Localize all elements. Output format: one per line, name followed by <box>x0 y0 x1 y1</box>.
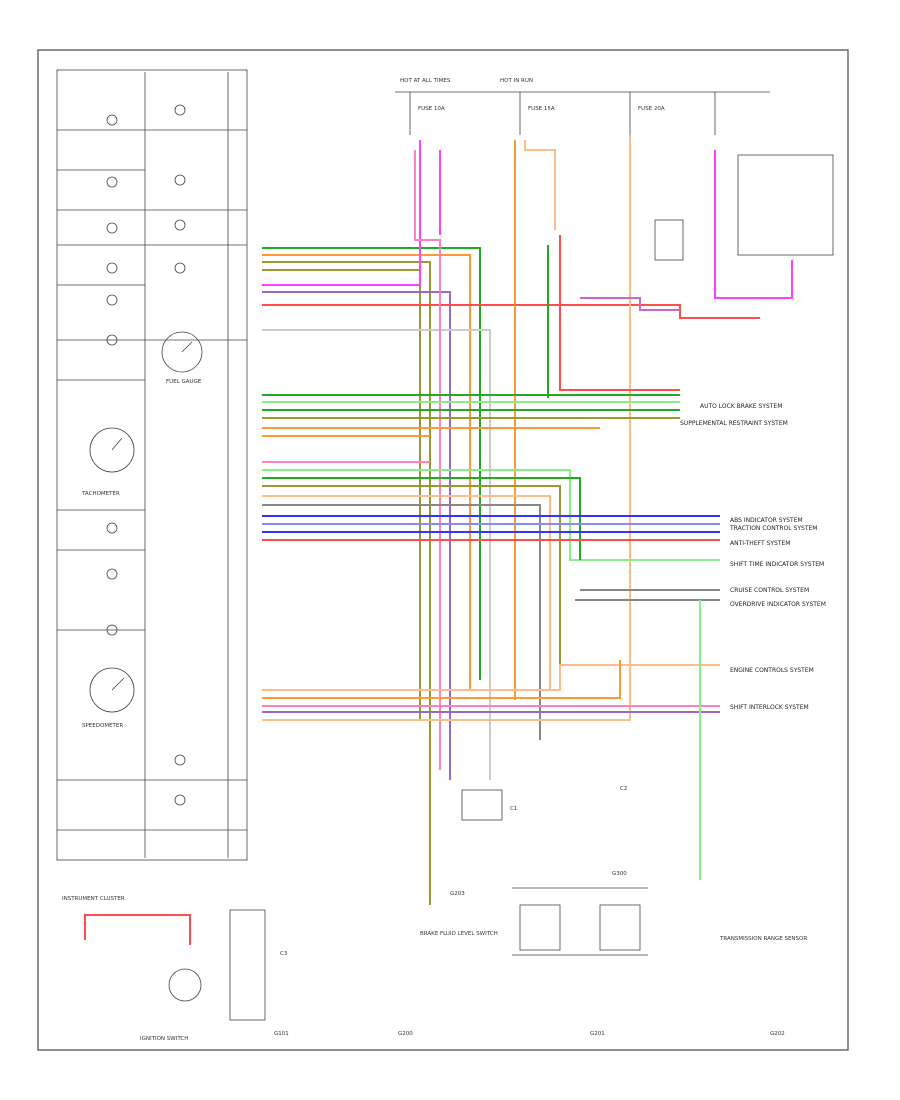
system-traction: TRACTION CONTROL SYSTEM <box>729 525 817 532</box>
system-shift-interlock: SHIFT INTERLOCK SYSTEM <box>730 704 809 711</box>
speedometer-label: SPEEDOMETER <box>82 723 123 729</box>
connector-c3: C3 <box>280 951 288 957</box>
system-antitheft: ANTI-THEFT SYSTEM <box>730 540 790 547</box>
fuel-gauge <box>161 331 203 373</box>
fuel-gauge-label: FUEL GAUGE <box>166 379 202 385</box>
fuse-label-20a: FUSE 20A <box>638 106 665 112</box>
ground-g203: G203 <box>450 891 465 897</box>
system-shift-time: SHIFT TIME INDICATOR SYSTEM <box>730 561 824 568</box>
speedometer-gauge <box>89 667 135 713</box>
tachometer-label: TACHOMETER <box>81 491 120 497</box>
connectors: C1 C2 C3 <box>280 786 627 957</box>
ground-g300: G300 <box>612 871 627 877</box>
ground-g200: G200 <box>398 1031 413 1037</box>
system-labels: AUTO LOCK BRAKE SYSTEM SUPPLEMENTAL REST… <box>680 403 826 711</box>
brake-fluid-switch-label: BRAKE FLUID LEVEL SWITCH <box>420 931 498 937</box>
wire-harness <box>84 135 793 945</box>
relay-box <box>654 219 684 261</box>
fuse-label-10a: FUSE 10A <box>418 106 445 112</box>
ground-g101: G101 <box>274 1031 289 1037</box>
trans-range-sensor-label: TRANSMISSION RANGE SENSOR <box>719 936 807 942</box>
fuse-label-hot-in-run: HOT IN RUN <box>500 78 533 84</box>
system-engine: ENGINE CONTROLS SYSTEM <box>730 667 814 674</box>
fuse-bus: HOT AT ALL TIMES HOT IN RUN FUSE 10A FUS… <box>395 78 770 135</box>
bottom-components: IGNITION SWITCH BRAKE FLUID LEVEL SWITCH… <box>140 871 807 1042</box>
connector-c1: C1 <box>510 806 517 812</box>
system-overdrive: OVERDRIVE INDICATOR SYSTEM <box>730 601 826 608</box>
ground-g201: G201 <box>590 1031 605 1037</box>
fuse-label-hot-all-times: HOT AT ALL TIMES <box>400 78 451 84</box>
instrument-cluster-label: INSTRUMENT CLUSTER <box>62 896 125 902</box>
ignition-switch <box>168 968 202 1002</box>
system-srs: SUPPLEMENTAL RESTRAINT SYSTEM <box>680 420 788 427</box>
ground-g202: G202 <box>770 1031 785 1037</box>
system-cruise: CRUISE CONTROL SYSTEM <box>730 587 809 594</box>
ignition-switch-label: IGNITION SWITCH <box>140 1036 188 1042</box>
instrument-cluster: FUEL GAUGE TACHOMETER SPEEDOMETER INSTRU… <box>56 69 248 902</box>
fuse-label-15a: FUSE 15A <box>528 106 555 112</box>
system-abs-ind: ABS INDICATOR SYSTEM <box>730 517 803 524</box>
ecm-box <box>737 154 834 256</box>
system-abs: AUTO LOCK BRAKE SYSTEM <box>700 403 782 410</box>
tachometer-gauge <box>89 427 135 473</box>
diagram-frame <box>37 49 849 1051</box>
connector-c2: C2 <box>620 786 627 792</box>
